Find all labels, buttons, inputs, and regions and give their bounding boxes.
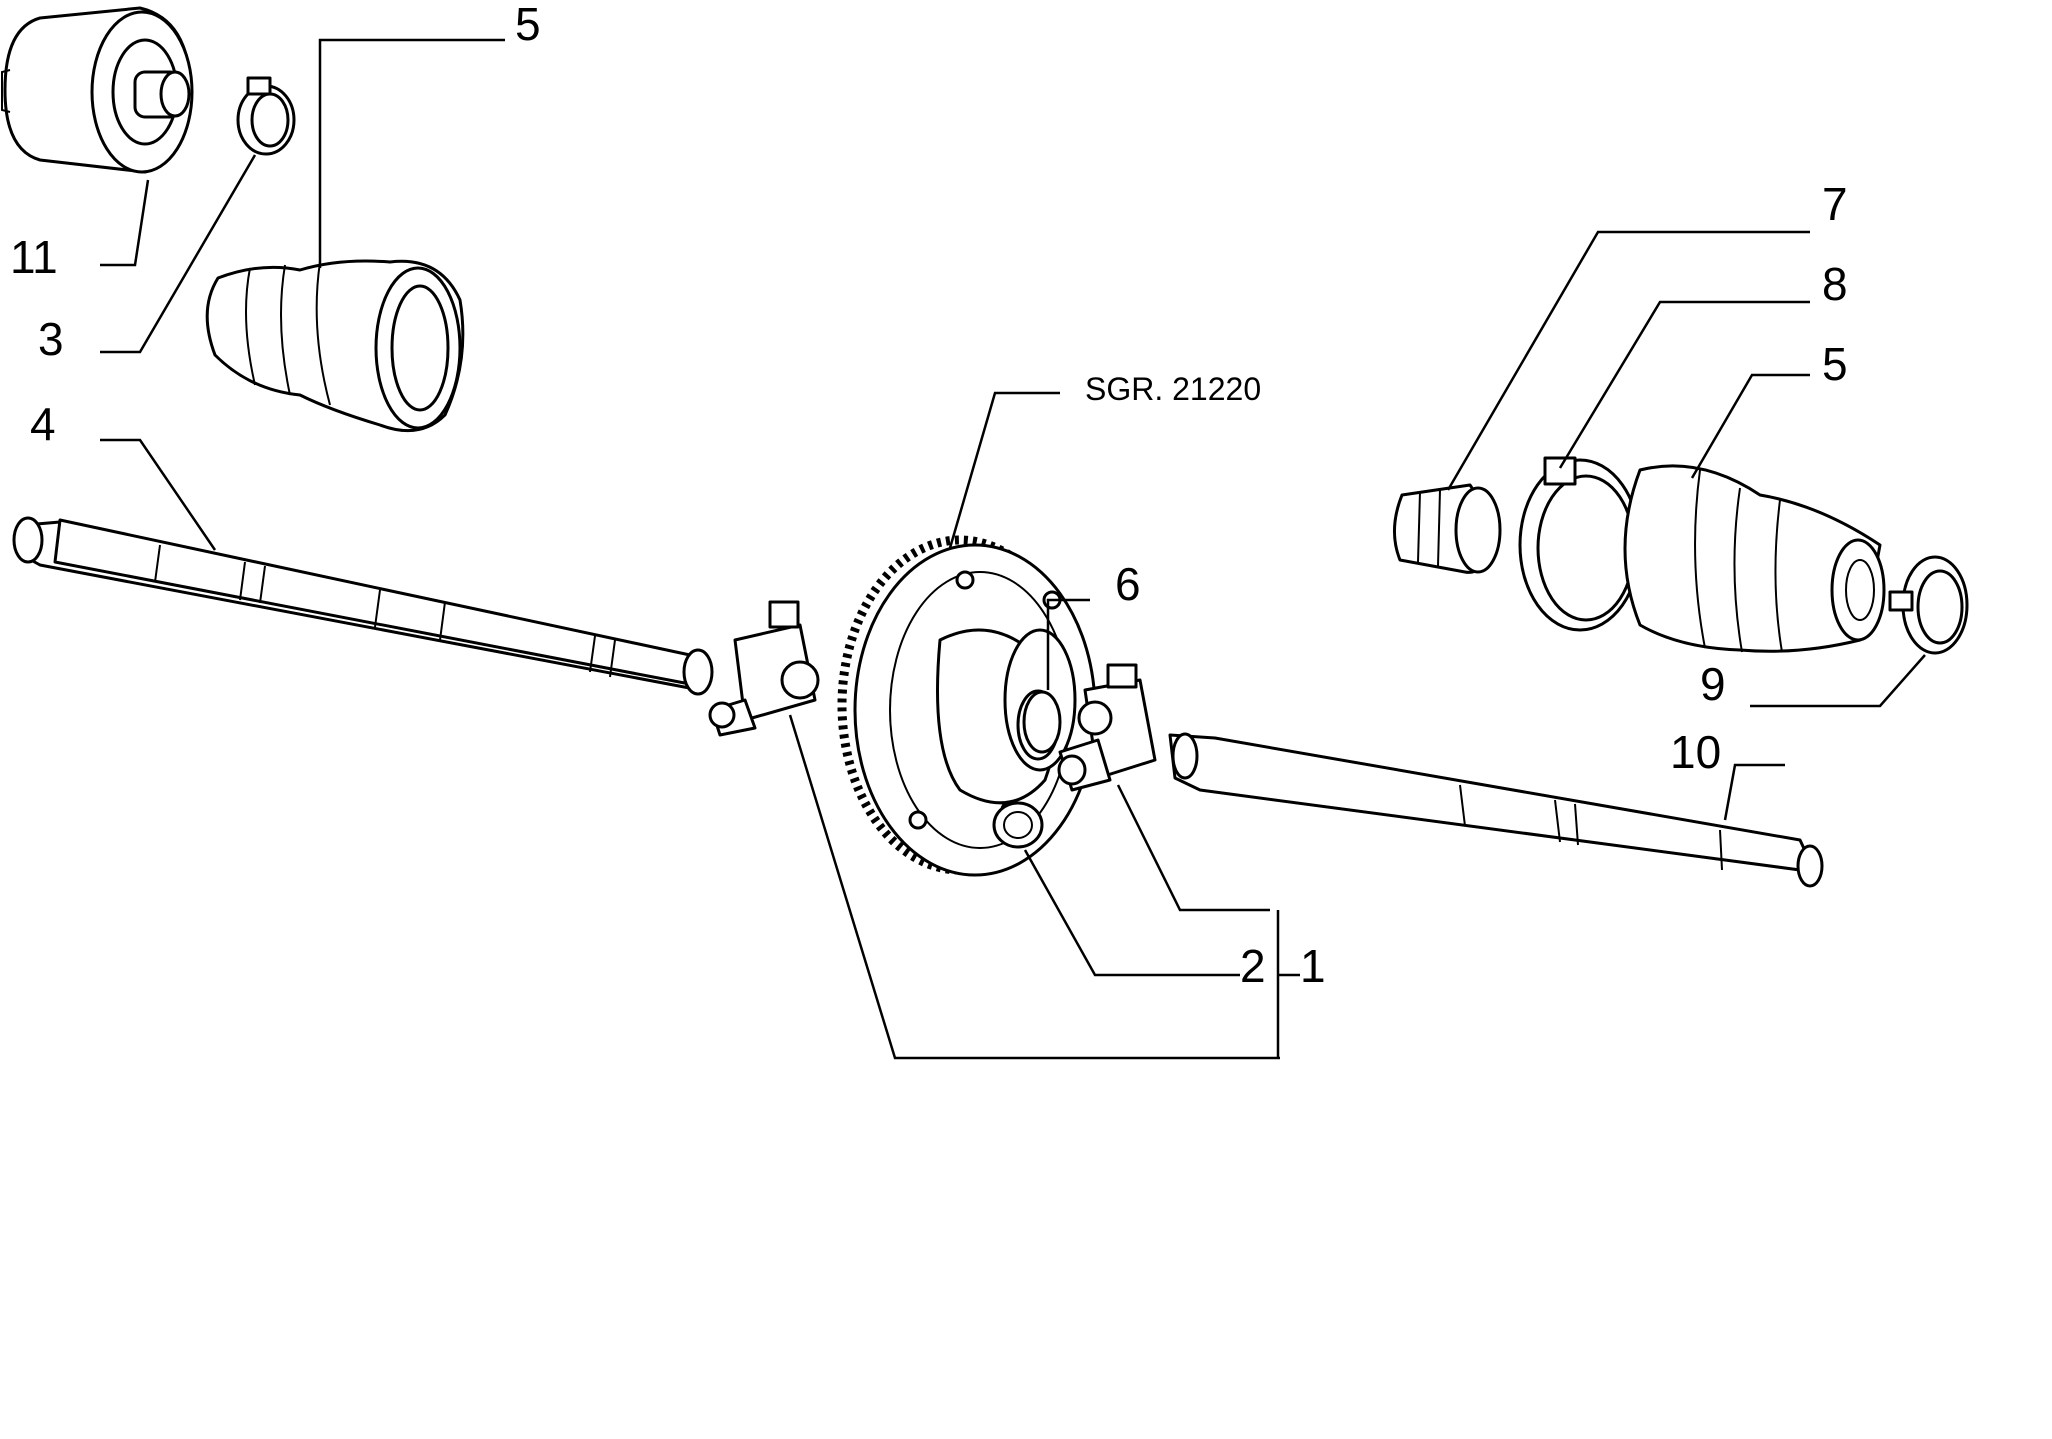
small-clamp: [236, 76, 296, 156]
cv-joint-housing: [1, 6, 194, 174]
thrust-washer: [992, 801, 1044, 849]
reference-label: SGR. 21220: [1085, 371, 1261, 407]
leader-lines: [100, 38, 1926, 1060]
spider-gear-left: [708, 600, 820, 737]
callout-4: 4: [30, 398, 56, 450]
boot-left: [205, 259, 465, 433]
callout-7: 7: [1822, 178, 1848, 230]
small-clamp-right: [1888, 555, 1969, 655]
callout-11: 11: [10, 231, 58, 283]
callout-1: 1: [1300, 940, 1326, 992]
callout-9: 9: [1700, 658, 1726, 710]
boot-right: [1623, 464, 1886, 653]
callout-10: 10: [1670, 726, 1721, 778]
callout-6: 6: [1115, 558, 1141, 610]
grommet: [1392, 483, 1502, 574]
shaft-left: [12, 516, 714, 696]
callout-2: 2: [1240, 940, 1266, 992]
spider-gear-right: [1057, 663, 1157, 792]
callout-5-left: 5: [515, 0, 541, 50]
callout-5-right: 5: [1822, 338, 1848, 390]
circlip: [1022, 690, 1062, 754]
callout-8: 8: [1822, 258, 1848, 310]
large-clamp: [1518, 456, 1642, 632]
callout-3: 3: [38, 313, 64, 365]
shaft-right: [1168, 732, 1824, 888]
